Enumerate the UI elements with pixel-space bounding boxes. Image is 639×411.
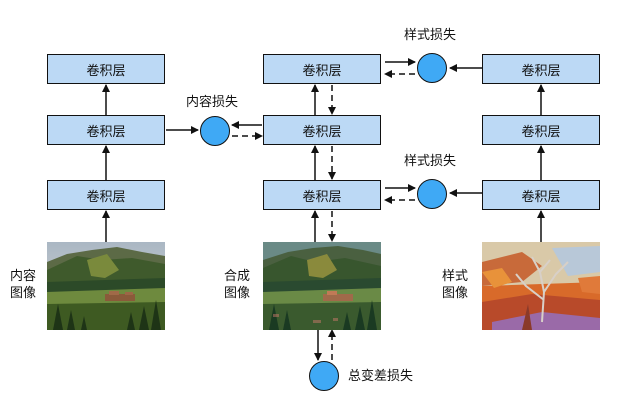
layer-label: 卷积层: [86, 189, 126, 205]
content-conv-layer-3: 卷积层: [47, 54, 165, 84]
total-variation-loss-node: [309, 361, 339, 391]
synth-image-label-line2: 图像: [224, 286, 251, 301]
layer-label: 卷积层: [521, 124, 561, 140]
style-loss-label-bottom: 样式损失: [404, 154, 457, 169]
content-loss-label: 内容损失: [186, 95, 239, 110]
style-image-label-line2: 图像: [442, 286, 469, 301]
content-image-label-line2: 图像: [10, 286, 37, 301]
content-image-label: 内容 图像: [10, 268, 36, 302]
style-image-label-line1: 样式: [442, 269, 469, 284]
content-image-label-line1: 内容: [10, 269, 37, 284]
layer-label: 卷积层: [302, 124, 342, 140]
style-conv-layer-2: 卷积层: [482, 115, 600, 145]
content-conv-layer-2: 卷积层: [47, 115, 165, 145]
style-loss-node-top: [417, 53, 447, 83]
style-image: [482, 242, 600, 330]
content-conv-layer-1: 卷积层: [47, 180, 165, 210]
synth-conv-layer-1: 卷积层: [263, 180, 381, 210]
layer-label: 卷积层: [86, 63, 126, 79]
synth-image-label: 合成 图像: [224, 268, 250, 302]
layer-label: 卷积层: [521, 189, 561, 205]
synthesized-image: [263, 242, 381, 330]
style-loss-node-bottom: [417, 179, 447, 209]
synth-image-label-line1: 合成: [224, 269, 251, 284]
synth-conv-layer-2: 卷积层: [263, 115, 381, 145]
layer-label: 卷积层: [302, 189, 342, 205]
synth-conv-layer-3: 卷积层: [263, 54, 381, 84]
style-conv-layer-1: 卷积层: [482, 180, 600, 210]
content-loss-node: [200, 116, 230, 146]
layer-label: 卷积层: [302, 63, 342, 79]
layer-label: 卷积层: [521, 63, 561, 79]
style-image-label: 样式 图像: [442, 268, 468, 302]
layer-label: 卷积层: [86, 124, 126, 140]
style-loss-label-top: 样式损失: [404, 28, 457, 43]
content-image: [47, 242, 165, 330]
total-variation-loss-label: 总变差损失: [348, 369, 414, 384]
style-conv-layer-3: 卷积层: [482, 54, 600, 84]
